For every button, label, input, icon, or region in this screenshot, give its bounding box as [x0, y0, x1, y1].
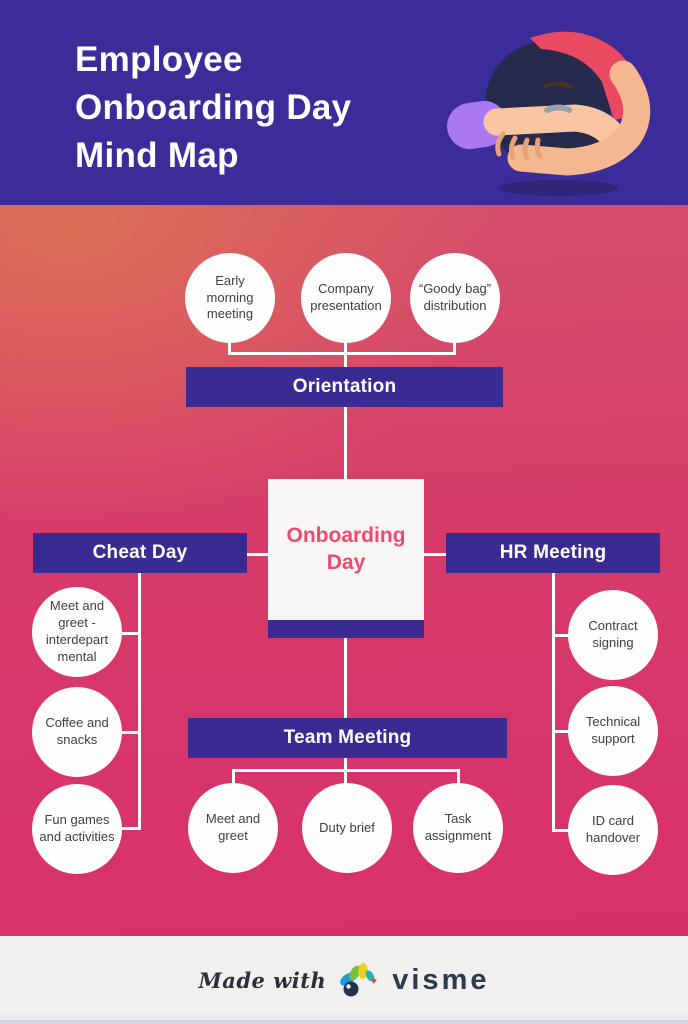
node-label: Duty brief — [319, 819, 375, 835]
node-label: Technical support — [585, 714, 641, 746]
connector — [247, 553, 269, 556]
connector — [552, 573, 555, 832]
page-title: Employee Onboarding Day Mind Map — [75, 36, 351, 180]
mindmap-canvas: Orientation Cheat Day HR Meeting Team Me… — [0, 205, 688, 936]
person-illustration — [447, 31, 651, 196]
node-coffee-and-snacks: Coffee and snacks — [32, 687, 122, 777]
connector — [228, 340, 231, 355]
node-label: Fun games and activities — [39, 812, 115, 844]
central-topic: Onboarding Day — [268, 479, 424, 638]
branch-hr-meeting: HR Meeting — [446, 533, 660, 573]
node-early-morning-meeting: Early morning meeting — [185, 253, 275, 343]
connector — [423, 553, 447, 556]
connector — [115, 731, 140, 734]
visme-logo-icon — [340, 963, 378, 997]
connector — [228, 352, 456, 355]
central-topic-label: Onboarding Day — [286, 524, 406, 574]
node-task-assignment: Task assignment — [413, 783, 503, 873]
node-label: Meet and greet - interdepart mental — [45, 598, 109, 664]
branch-hr-meeting-label: HR Meeting — [499, 542, 607, 563]
connector — [115, 827, 141, 830]
bottom-edge-highlight — [0, 1014, 688, 1020]
node-label: Contract signing — [588, 618, 638, 650]
node-meet-and-greet-interdepartmental: Meet and greet - interdepart mental — [32, 587, 122, 677]
connector — [344, 769, 347, 787]
node-contract-signing: Contract signing — [568, 590, 658, 680]
title-line-2: Onboarding Day — [75, 88, 352, 127]
branch-team-meeting-label: Team Meeting — [283, 727, 412, 748]
connector — [344, 636, 347, 719]
node-label: Coffee and snacks — [45, 715, 109, 747]
visme-wordmark: visme — [392, 963, 490, 996]
bottom-edge-shadow — [0, 1020, 688, 1024]
central-topic-accent-strip — [268, 620, 424, 638]
connector — [344, 407, 347, 480]
node-meet-and-greet: Meet and greet — [188, 783, 278, 873]
node-label: Meet and greet — [205, 811, 261, 843]
connector — [344, 758, 347, 772]
connector — [552, 829, 572, 832]
node-label: Task assignment — [424, 811, 492, 843]
connector — [115, 632, 140, 635]
header: Employee Onboarding Day Mind Map — [0, 0, 688, 205]
node-duty-brief: Duty brief — [302, 783, 392, 873]
node-goody-bag-distribution: “Goody bag” distribution — [410, 253, 500, 343]
title-line-3: Mind Map — [75, 136, 239, 175]
footer: Made with visme — [0, 936, 688, 1024]
branch-cheat-day-label: Cheat Day — [92, 542, 188, 563]
connector — [457, 769, 460, 787]
branch-team-meeting: Team Meeting — [188, 718, 507, 758]
made-with-text: Made with — [198, 967, 327, 993]
connector — [552, 730, 572, 733]
node-label: ID card handover — [585, 813, 641, 845]
node-fun-games-and-activities: Fun games and activities — [32, 784, 122, 874]
node-id-card-handover: ID card handover — [568, 785, 658, 875]
connector — [138, 573, 141, 830]
title-line-1: Employee — [75, 40, 243, 79]
connector — [552, 634, 572, 637]
node-company-presentation: Company presentation — [301, 253, 391, 343]
branch-orientation: Orientation — [186, 367, 503, 407]
connector — [453, 340, 456, 355]
branch-cheat-day: Cheat Day — [33, 533, 247, 573]
node-label: “Goody bag” distribution — [418, 281, 492, 313]
node-technical-support: Technical support — [568, 686, 658, 776]
branch-orientation-label: Orientation — [292, 376, 397, 397]
node-label: Early morning meeting — [206, 272, 254, 322]
node-label: Company presentation — [310, 281, 382, 313]
connector — [232, 769, 235, 787]
